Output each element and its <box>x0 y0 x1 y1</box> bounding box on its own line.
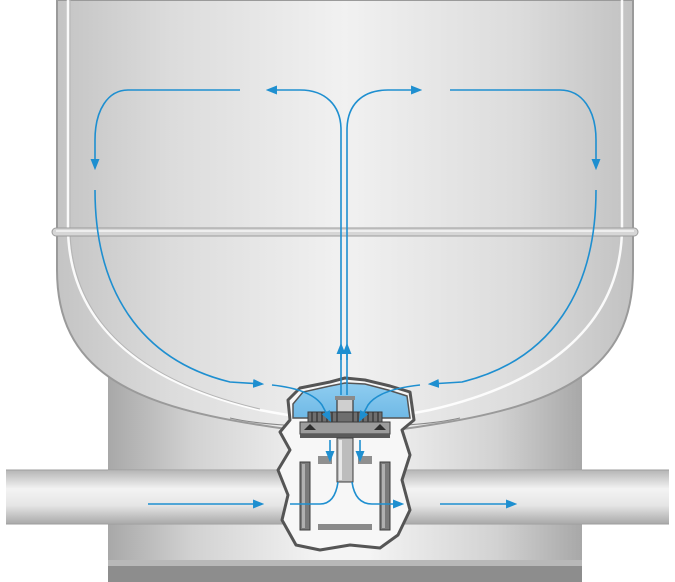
flow-loop-left-top <box>265 85 342 131</box>
mixing-vessel <box>51 0 639 435</box>
flow-loop-left-top2 <box>90 89 240 171</box>
flow-loop-left-inflow <box>271 384 332 422</box>
flow-loop-left-side <box>94 189 265 388</box>
flow-arrows <box>90 85 601 509</box>
pipe-flow-through-right <box>351 481 405 509</box>
flow-loop-right-side <box>427 189 597 388</box>
pipe-flow-through-left <box>290 481 339 505</box>
flow-loop-right-top <box>346 85 423 131</box>
flow-loop-right-inflow <box>358 384 421 422</box>
bottom-mounted-impeller <box>299 396 391 531</box>
flow-loop-right-top2 <box>450 89 601 171</box>
